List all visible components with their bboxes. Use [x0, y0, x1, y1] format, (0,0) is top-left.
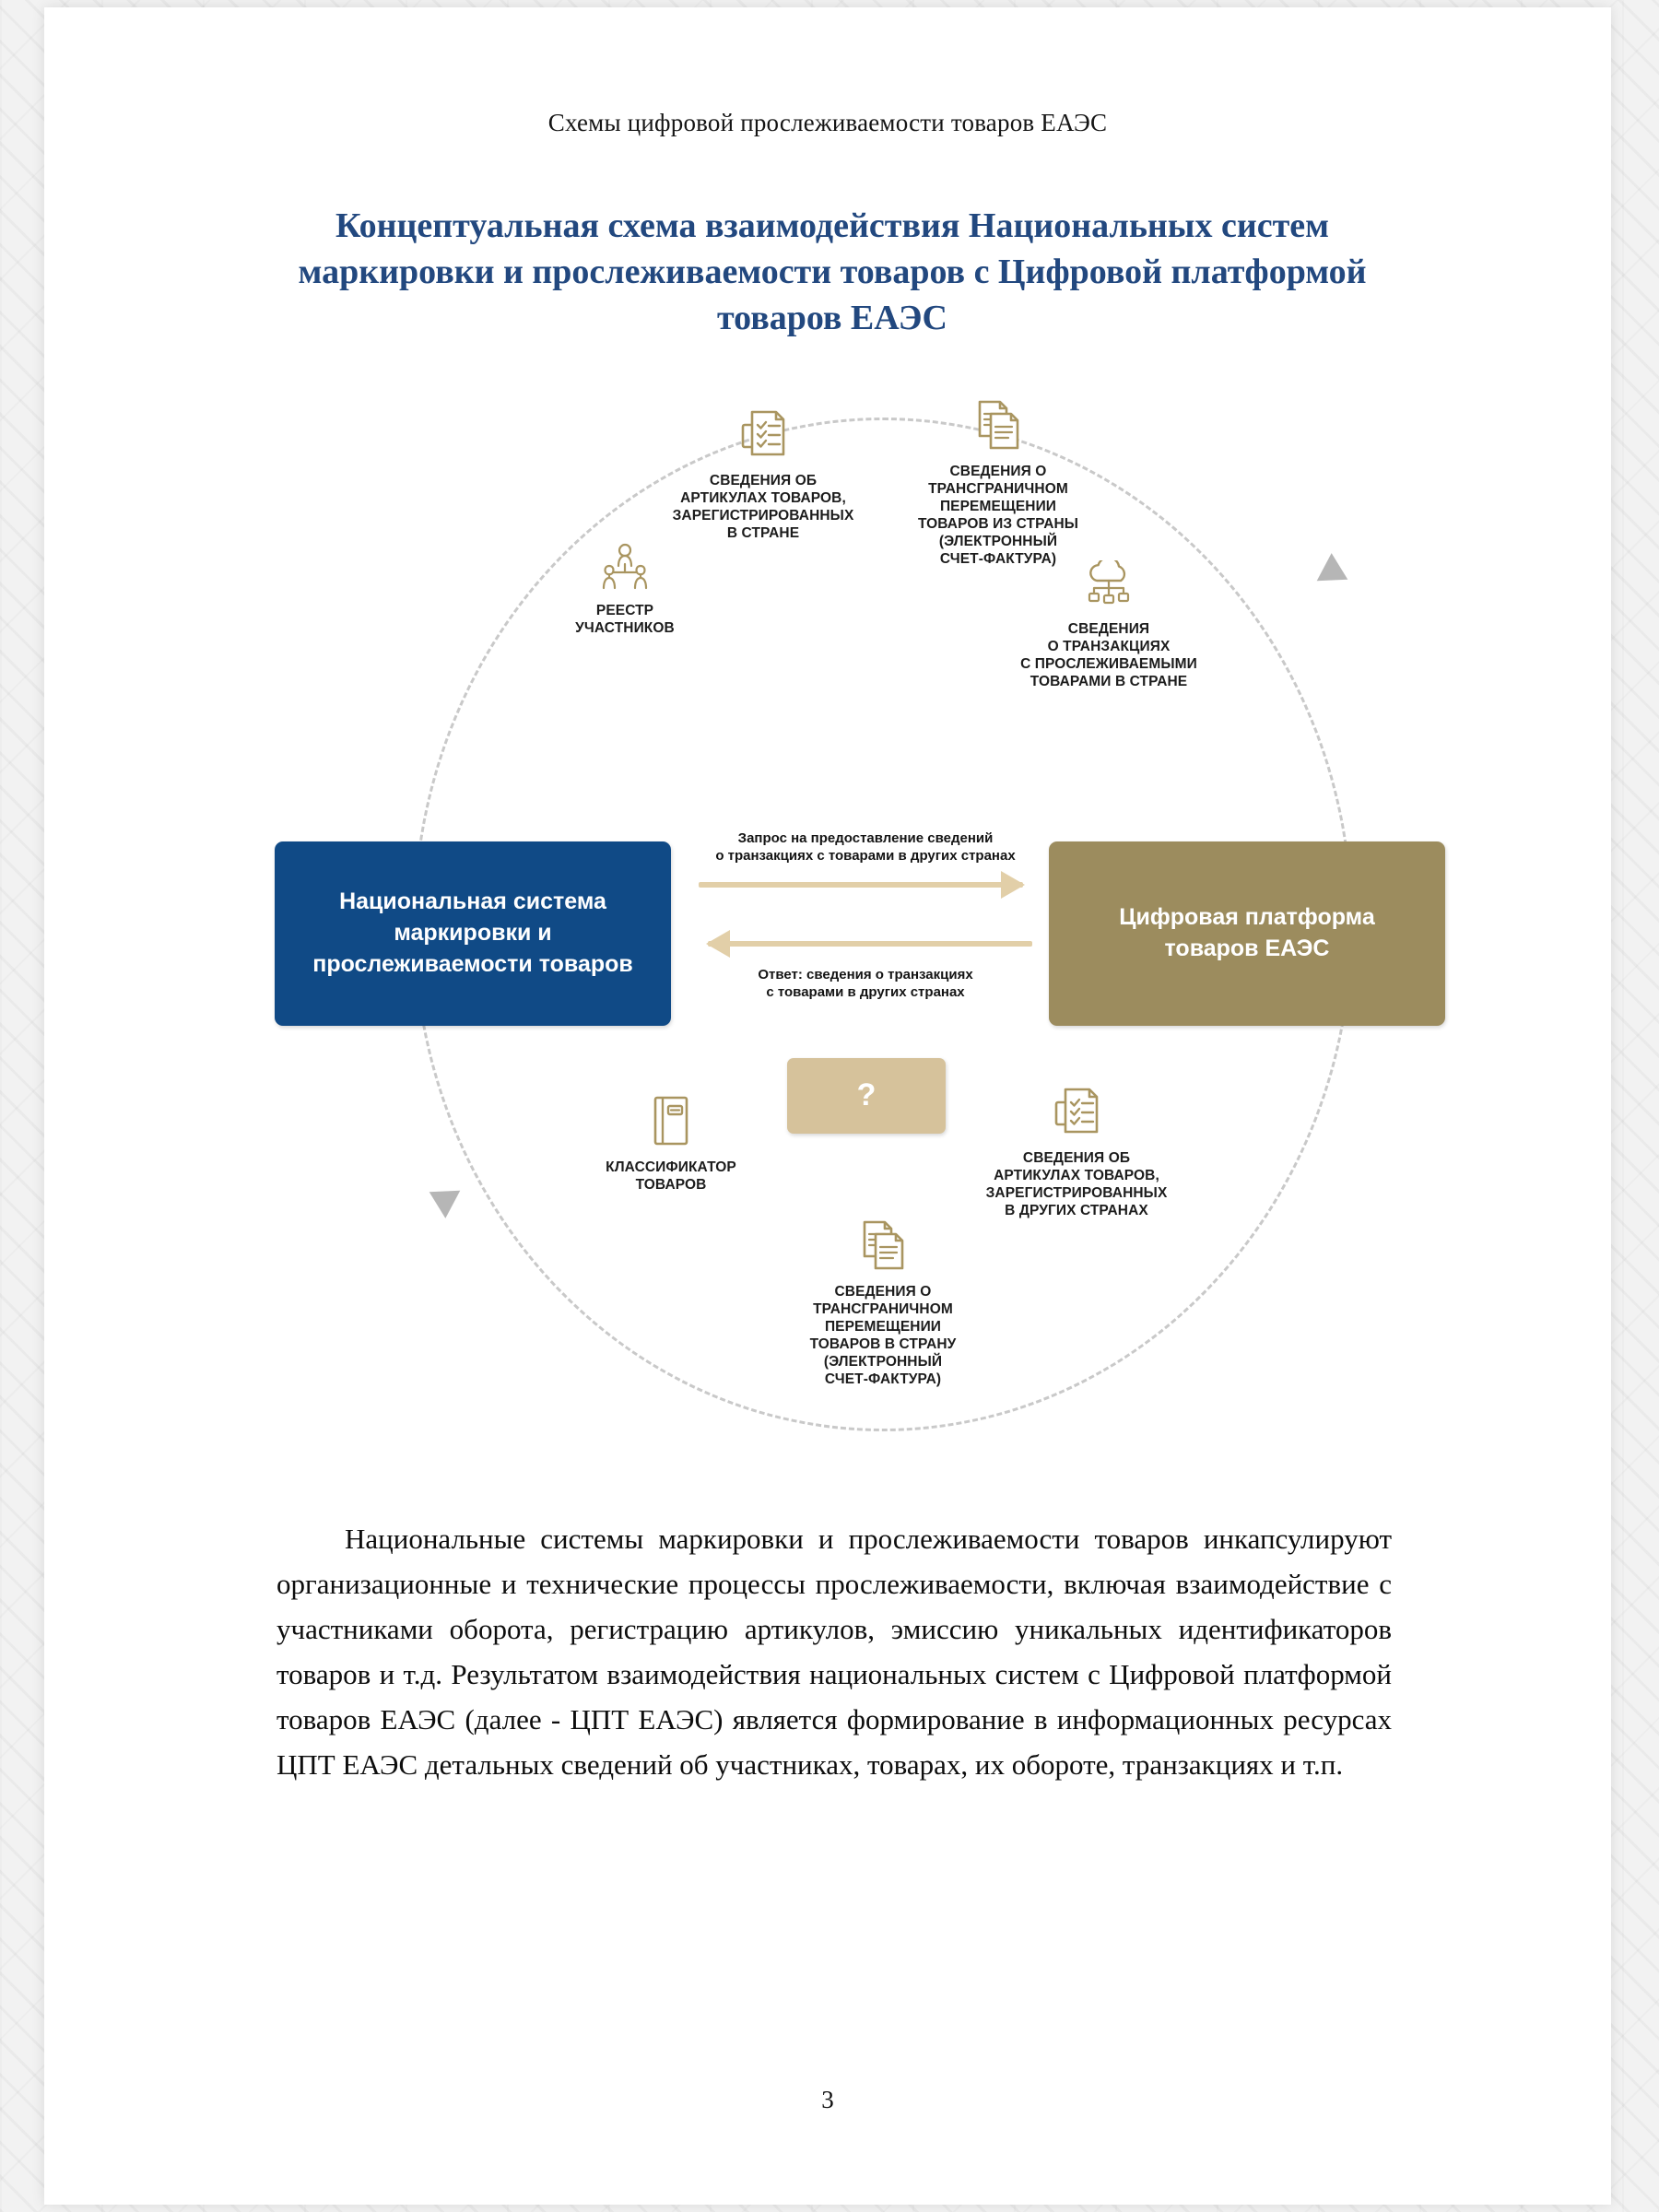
diagram-node-label: СВЕДЕНИЯ О ТРАНСГРАНИЧНОМ ПЕРЕМЕЩЕНИИ ТО…: [917, 464, 1079, 567]
arrow-response-label: Ответ: сведения о транзакциях с товарами…: [758, 967, 973, 1000]
documents-icon: [763, 1219, 1003, 1276]
diagram-node-cross-border-out: СВЕДЕНИЯ О ТРАНСГРАНИЧНОМ ПЕРЕМЕЩЕНИИ ТО…: [878, 399, 1118, 568]
arrow-request-line-icon: [699, 870, 1025, 899]
arrow-request: Запрос на предоставление сведений о тран…: [688, 830, 1043, 899]
diagram-node-articles-in-country: СВЕДЕНИЯ ОБ АРТИКУЛАХ ТОВАРОВ, ЗАРЕГИСТР…: [643, 408, 883, 543]
running-header: Схемы цифровой прослеживаемости товаров …: [547, 109, 1108, 136]
cycle-arrow-right-icon: [1316, 553, 1356, 594]
cloud-network-icon: [984, 556, 1233, 613]
diagram-node-label: РЕЕСТР УЧАСТНИКОВ: [575, 603, 675, 636]
documents-icon: [878, 399, 1118, 455]
diagram-node-articles-other-countries: СВЕДЕНИЯ ОБ АРТИКУЛАХ ТОВАРОВ, ЗАРЕГИСТР…: [952, 1086, 1201, 1220]
diagram-node-label: СВЕДЕНИЯ ОБ АРТИКУЛАХ ТОВАРОВ, ЗАРЕГИСТР…: [985, 1150, 1168, 1218]
box-question-mark: ?: [787, 1058, 946, 1134]
checklist-document-icon: [643, 408, 883, 465]
people-hierarchy-icon: [533, 542, 717, 594]
box-national-system: Национальная система маркировки и просле…: [275, 841, 671, 1026]
box-digital-platform: Цифровая платформа товаров ЕАЭС: [1049, 841, 1445, 1026]
diagram-node-label: СВЕДЕНИЯ О ТРАНСГРАНИЧНОМ ПЕРЕМЕЩЕНИИ ТО…: [809, 1284, 957, 1387]
page-content: Схемы цифровой прослеживаемости товаров …: [44, 7, 1611, 2205]
concept-diagram: СВЕДЕНИЯ ОБ АРТИКУЛАХ ТОВАРОВ, ЗАРЕГИСТР…: [275, 400, 1445, 1450]
diagram-node-cross-border-in: СВЕДЕНИЯ О ТРАНСГРАНИЧНОМ ПЕРЕМЕЩЕНИИ ТО…: [763, 1219, 1003, 1388]
diagram-node-label: СВЕДЕНИЯ ОБ АРТИКУЛАХ ТОВАРОВ, ЗАРЕГИСТР…: [672, 473, 854, 541]
diagram-node-label: СВЕДЕНИЯ О ТРАНЗАКЦИЯХ С ПРОСЛЕЖИВАЕМЫМИ…: [1020, 621, 1197, 689]
cycle-arrow-left-icon: [421, 1178, 461, 1218]
arrow-request-label: Запрос на предоставление сведений о тран…: [715, 830, 1016, 864]
checklist-document-icon: [952, 1086, 1201, 1142]
page-title: Концептуальная схема взаимодействия Наци…: [298, 206, 1367, 338]
diagram-node-goods-classifier: КЛАССИФИКАТОР ТОВАРОВ: [570, 1095, 772, 1194]
body-paragraph: Национальные системы маркировки и просле…: [276, 1523, 1392, 1781]
diagram-node-label: КЛАССИФИКАТОР ТОВАРОВ: [606, 1159, 736, 1193]
arrow-response: Ответ: сведения о транзакциях с товарами…: [688, 930, 1043, 1002]
arrow-response-line-icon: [706, 930, 1032, 958]
page-number: 3: [821, 2086, 834, 2113]
document-page: Схемы цифровой прослеживаемости товаров …: [44, 7, 1611, 2205]
book-icon: [570, 1095, 772, 1151]
diagram-node-transactions-in-country: СВЕДЕНИЯ О ТРАНЗАКЦИЯХ С ПРОСЛЕЖИВАЕМЫМИ…: [984, 556, 1233, 691]
diagram-node-participants-registry: РЕЕСТР УЧАСТНИКОВ: [533, 542, 717, 638]
